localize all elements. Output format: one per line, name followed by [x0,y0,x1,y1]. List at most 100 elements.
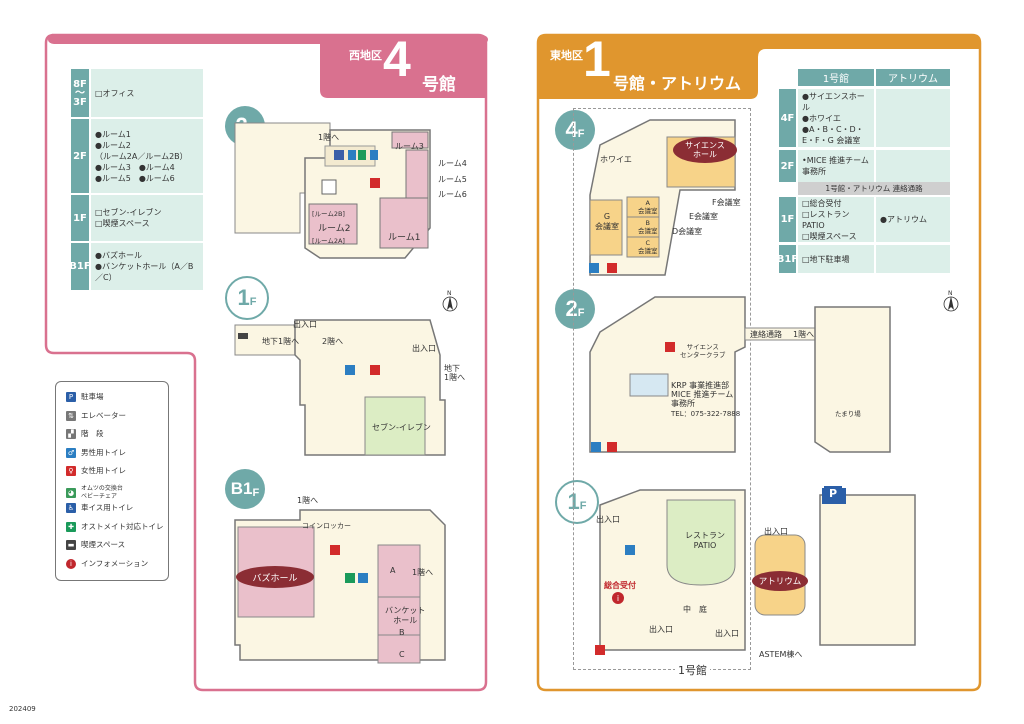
legend-label: 女性用トイレ [81,466,126,475]
legend-item: ▬ 喫煙スペース [66,540,125,550]
east-table-col2 [876,245,950,273]
east-2f-corridor: 連絡通路 [750,330,782,339]
svg-text:N: N [948,290,953,297]
legend-item: ⇅エレベーター [66,410,126,421]
east-4f-f: F会議室 [712,198,741,207]
legend-label: オストメイト対応トイレ [81,521,164,531]
footer-code: 202409 [9,705,36,713]
west-b1-c: C [399,650,405,659]
west-1f-to-b1: 地下1階へ [262,337,300,346]
west-2f-room3: ルーム3 [395,142,424,151]
west-table-content: □オフィス [91,69,203,117]
west-2f-room5: ルーム5 [438,175,467,184]
east-1f-exit4: 出入口 [715,629,739,638]
womens-toilet-icon: ♀ [66,466,76,476]
info-icon: i [612,592,624,604]
east-1f-plan [595,488,916,655]
east-1f-bldg1: 1号館 [675,662,710,678]
east-table-item: □総合受付 [802,198,842,208]
east-table-item: ●ホワイエ [802,113,841,123]
west-2f-room6: ルーム6 [438,190,467,199]
east-4f-science: サイエンス ホール [673,137,737,163]
west-table-floor: B1F [69,243,91,290]
west-b1-buzz: バズホール [236,566,314,588]
legend-label: インフォメーション [81,558,149,568]
smoking-icon: ▬ [66,540,76,550]
legend-label: 男性用トイレ [81,447,126,457]
east-4f-c: C 会議室 [638,239,658,255]
svg-text:N: N [447,290,452,297]
east-table-item: •MICE 推進チーム [802,156,869,165]
east-frame [536,33,982,692]
legend-label: オムツの交換台 ベビーチェア [81,484,123,500]
east-table-col1: ●サイエンスホール●ホワイエ●A・B・C・D・E・F・G 会議室 [798,89,874,147]
east-table-col2: ●アトリウム [876,197,950,242]
east-1f-restaurant: レストラン PATIO [685,531,725,550]
east-table-item: ●サイエンスホール [802,91,865,112]
west-b1-b: B [399,628,405,637]
west-b1-locker: コインロッカー [302,522,351,530]
west-table-item: （ルーム2A／ルーム2B） [95,151,188,161]
east-2f-tel: TEL：075-322-7888 [671,410,741,418]
east-table-item: ●アトリウム [880,215,927,224]
east-table-item: □喫煙スペース [802,231,857,241]
legend-item: ◕オムツの交換台 ベビーチェア [66,485,123,501]
north-arrow-east-icon: N [943,290,959,312]
east-1f-exit2: 出入口 [764,527,788,536]
west-b1-to-1f-b: 1階へ [412,568,434,577]
west-1f-to-b1b: 地下 1階へ [444,364,466,382]
east-table-col2 [876,89,950,147]
east-table-header: アトリウム [876,69,950,86]
west-table-floor: 2F [71,119,89,193]
west-table-floor: 1F [71,195,89,241]
stairs-icon: ▞ [66,429,76,439]
west-table-item: ●ルーム5 ●ルーム6 [95,173,175,183]
east-1f-astem: ASTEM棟へ [759,650,803,659]
east-corridor-bar: 1号館・アトリウム 連絡通路 [798,182,950,195]
legend-item: ♿車イス用トイレ [66,503,133,513]
east-table-col1: □総合受付□レストランPATIO□喫煙スペース [798,197,874,242]
west-2f-room1: ルーム1 [388,233,421,243]
east-table-item: E・F・G 会議室 [802,135,861,145]
west-table-item: ●バズホール [95,251,142,260]
west-2f-room2a: [ルーム2A] [312,237,345,245]
east-table-header: 1号館 [798,69,874,86]
west-table-content: □セブン-イレブン□喫煙スペース [91,195,203,241]
east-district: 東地区 [550,49,583,62]
west-1f-to-2f: 2階へ [322,337,344,346]
west-frame [44,33,488,692]
west-table-item: ●ルーム2 [95,140,131,150]
legend-label: 喫煙スペース [81,540,126,549]
east-table-item: ●A・B・C・D・ [802,124,864,134]
east-table-floor: 2F [779,150,796,182]
east-1f-courtyard: 中 庭 [683,605,707,614]
east-2f-club: サイエンス センタークラブ [680,343,726,359]
west-2f-plan [234,122,431,259]
east-1f-reception: 総合受付 [604,581,636,590]
east-2f-down1: 1階へ [793,330,815,339]
east-4f-d: D会議室 [672,227,703,236]
west-district: 西地区 [349,49,382,62]
west-table-content: ●バズホール●バンケットホール（A／B／C） [91,243,203,290]
west-table-item: □セブン-イレブン [95,208,162,217]
north-arrow-icon: N [442,290,458,312]
west-table-item: ●ルーム1 [95,129,131,139]
west-2f-room4: ルーム4 [438,159,467,168]
east-table-item: □地下駐車場 [802,254,850,264]
west-2f-room2b: [ルーム2B] [312,210,345,218]
mens-toilet-icon: ♂ [66,447,76,458]
east-table-item: 事務所 [802,167,826,176]
legend-label: エレベーター [81,410,126,420]
west-1f-plan [234,319,446,456]
west-b1-a: A [390,566,396,575]
legend-label: 駐車場 [81,392,104,401]
east-table-floor: 4F [779,89,796,147]
info-icon: i [66,558,76,569]
east-1f-exit3: 出入口 [649,625,673,634]
east-table-floor: B1F [777,245,798,273]
legend-item: ✚オストメイト対応トイレ [66,521,164,532]
